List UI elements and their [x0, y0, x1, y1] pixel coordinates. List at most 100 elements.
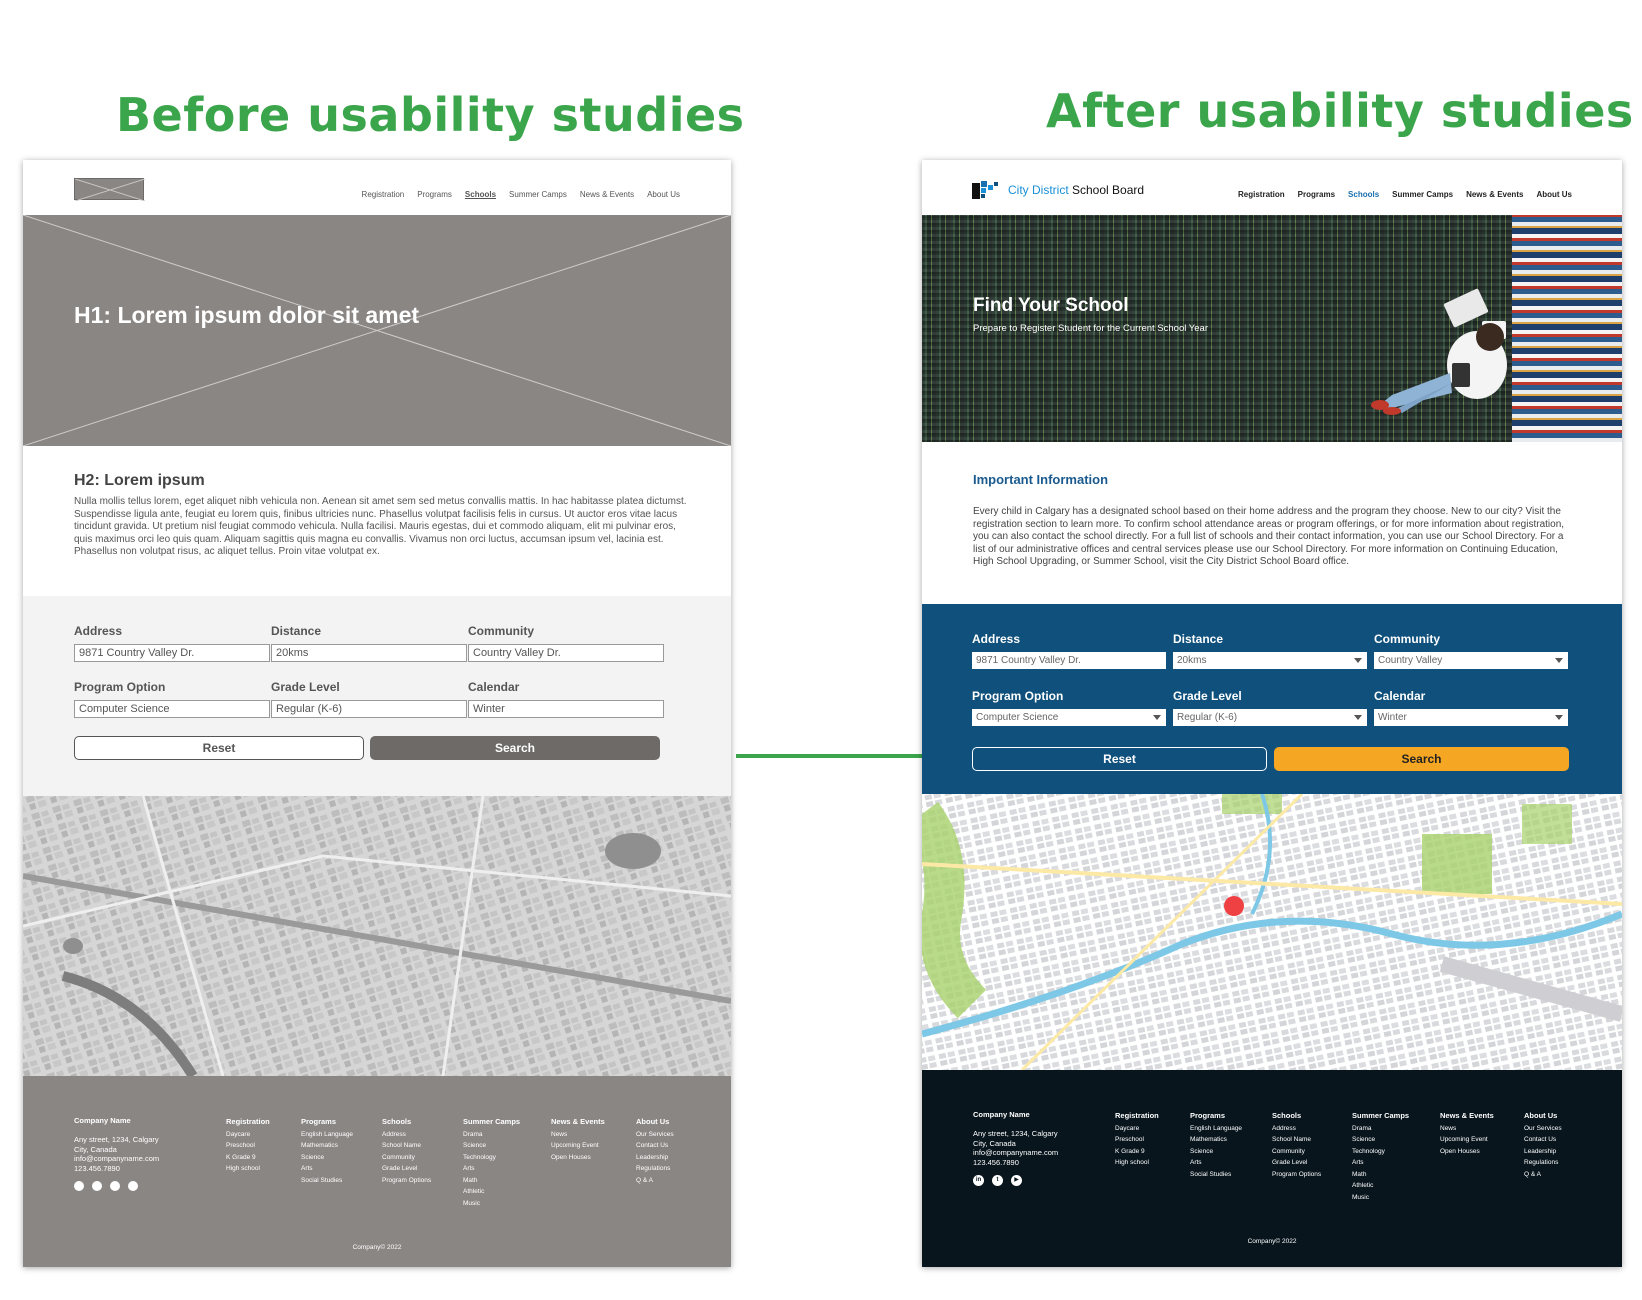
chevron-down-icon	[1153, 715, 1161, 720]
final-calendar-select[interactable]: Winter	[1374, 709, 1568, 726]
twitter-icon[interactable]: t	[992, 1175, 1003, 1186]
nav-about-us[interactable]: About Us	[1536, 190, 1572, 199]
school-board-logo-icon	[972, 181, 998, 199]
final-hero-subtitle: Prepare to Register Student for the Curr…	[973, 323, 1208, 334]
wire-address-input[interactable]: 9871 Country Valley Dr.	[74, 644, 270, 662]
nav-about-us[interactable]: About Us	[647, 190, 680, 199]
final-footer-col-summer-camps: Summer Camps Drama Science Technology Ar…	[1352, 1111, 1410, 1201]
final-social-icons: in t ▶	[973, 1175, 1058, 1186]
final-navbar: City District School Board Registration …	[922, 160, 1622, 215]
logo-placeholder[interactable]	[74, 178, 145, 201]
final-search-form: Address 9871 Country Valley Dr. Distance…	[922, 604, 1622, 794]
wire-reset-button[interactable]: Reset	[74, 736, 364, 760]
final-page: City District School Board Registration …	[922, 160, 1622, 1267]
student-with-tablet-image	[1371, 288, 1507, 415]
wire-footer: Company Name Any street, 1234, Calgary C…	[23, 1076, 731, 1267]
final-community-field: Community Country Valley	[1374, 632, 1568, 669]
wire-community-input[interactable]: Country Valley Dr.	[468, 644, 664, 662]
wire-social-placeholders	[74, 1181, 159, 1191]
final-info-body: Every child in Calgary has a designated …	[973, 506, 1565, 567]
final-distance-select[interactable]: 20kms	[1173, 652, 1367, 669]
nav-registration[interactable]: Registration	[1238, 190, 1285, 199]
bookshelf-image	[1512, 215, 1622, 442]
nav-schools[interactable]: Schools	[1348, 190, 1380, 199]
final-info-title: Important Information	[973, 472, 1109, 487]
wireframe-page: Registration Programs Schools Summer Cam…	[23, 160, 731, 1267]
final-footer-col-registration: Registration Daycare Preschool K Grade 9…	[1115, 1111, 1159, 1166]
wire-nav-links: Registration Programs Schools Summer Cam…	[362, 190, 680, 199]
nav-schools[interactable]: Schools	[464, 190, 497, 199]
chevron-down-icon	[1555, 658, 1563, 663]
final-hero: Find Your School Prepare to Register Stu…	[922, 215, 1622, 442]
chevron-down-icon	[1555, 715, 1563, 720]
final-community-select[interactable]: Country Valley	[1374, 652, 1568, 669]
nav-programs[interactable]: Programs	[417, 190, 452, 199]
wire-distance-field: Distance 20kms	[271, 624, 467, 662]
chevron-down-icon	[1354, 658, 1362, 663]
after-heading: After usability studies	[1046, 84, 1634, 138]
final-footer-col-programs: Programs English Language Mathematics Sc…	[1190, 1111, 1243, 1178]
final-address-field: Address 9871 Country Valley Dr.	[972, 632, 1166, 669]
wire-footer-col-schools: Schools Address School Name Community Gr…	[382, 1117, 432, 1184]
final-copyright: Company© 2022	[1247, 1238, 1297, 1245]
wire-hero-placeholder: H1: Lorem ipsum dolor sit amet	[23, 215, 731, 446]
social-placeholder-icon[interactable]	[74, 1181, 84, 1191]
nav-programs[interactable]: Programs	[1297, 190, 1336, 199]
wire-calendar-input[interactable]: Winter	[468, 700, 664, 718]
wire-info-section: H2: Lorem ipsum Nulla mollis tellus lore…	[23, 446, 731, 596]
wire-info-title: H2: Lorem ipsum	[74, 472, 205, 489]
final-nav-links: Registration Programs Schools Summer Cam…	[1238, 190, 1572, 199]
logo-text-city-district: City District	[1008, 183, 1069, 197]
wire-company-block: Company Name Any street, 1234, Calgary C…	[74, 1116, 159, 1191]
final-email[interactable]: info@companyname.com	[973, 1148, 1059, 1157]
wire-program-option-field: Program Option Computer Science	[74, 680, 270, 718]
final-footer-col-schools: Schools Address School Name Community Gr…	[1272, 1111, 1322, 1178]
wire-grade-level-input[interactable]: Regular (K-6)	[271, 700, 467, 718]
school-board-logo[interactable]: City District School Board	[972, 180, 1144, 200]
wire-footer-col-programs: Programs English Language Mathematics Sc…	[301, 1117, 354, 1184]
wire-grade-level-field: Grade Level Regular (K-6)	[271, 680, 467, 718]
wire-address-field: Address 9871 Country Valley Dr.	[74, 624, 270, 662]
nav-news-events[interactable]: News & Events	[1466, 190, 1524, 199]
final-program-option-field: Program Option Computer Science	[972, 689, 1166, 726]
final-footer: Company Name Any street, 1234, Calgary C…	[922, 1070, 1622, 1267]
before-heading: Before usability studies	[116, 88, 745, 142]
final-address-input[interactable]: 9871 Country Valley Dr.	[972, 652, 1166, 669]
final-phone[interactable]: 123.456.7890	[973, 1157, 1019, 1167]
wire-footer-col-registration: Registration Daycare Preschool K Grade 9…	[226, 1117, 270, 1172]
final-hero-title: Find Your School	[973, 295, 1129, 316]
wire-footer-col-summer-camps: Summer Camps Drama Science Technology Ar…	[463, 1117, 521, 1207]
final-company-name: Company Name	[973, 1110, 1030, 1119]
wire-program-option-input[interactable]: Computer Science	[74, 700, 270, 718]
wire-phone[interactable]: 123.456.7890	[74, 1163, 120, 1173]
social-placeholder-icon[interactable]	[110, 1181, 120, 1191]
map-pin-icon[interactable]	[1224, 896, 1244, 916]
wire-company-name: Company Name	[74, 1116, 131, 1125]
final-map[interactable]	[922, 794, 1622, 1070]
social-placeholder-icon[interactable]	[92, 1181, 102, 1191]
wire-search-button[interactable]: Search	[370, 736, 660, 760]
wire-navbar: Registration Programs Schools Summer Cam…	[23, 160, 731, 215]
nav-registration[interactable]: Registration	[361, 190, 405, 199]
final-info-section: Important Information Every child in Cal…	[922, 442, 1622, 604]
linkedin-icon[interactable]: in	[973, 1175, 984, 1186]
wire-distance-input[interactable]: 20kms	[271, 644, 467, 662]
youtube-icon[interactable]: ▶	[1011, 1175, 1022, 1186]
final-search-button[interactable]: Search	[1274, 747, 1569, 771]
final-grade-level-select[interactable]: Regular (K-6)	[1173, 709, 1367, 726]
chevron-down-icon	[1354, 715, 1362, 720]
final-program-option-select[interactable]: Computer Science	[972, 709, 1166, 726]
final-reset-button[interactable]: Reset	[972, 747, 1267, 771]
wire-hero-title: H1: Lorem ipsum dolor sit amet	[74, 302, 420, 328]
wire-info-body: Nulla mollis tellus lorem, eget aliquet …	[74, 496, 687, 557]
wire-email[interactable]: info@companyname.com	[74, 1154, 160, 1163]
nav-news-events[interactable]: News & Events	[579, 190, 635, 199]
logo-text-school-board: School Board	[1068, 183, 1145, 197]
wire-map[interactable]	[23, 796, 731, 1076]
wire-copyright: Company© 2022	[352, 1244, 402, 1251]
nav-summer-camps[interactable]: Summer Camps	[1392, 190, 1454, 199]
final-footer-col-about-us: About Us Our Services Contact Us Leaders…	[1524, 1111, 1562, 1178]
wire-footer-col-about-us: About Us Our Services Contact Us Leaders…	[636, 1117, 674, 1184]
nav-summer-camps[interactable]: Summer Camps	[509, 190, 567, 199]
social-placeholder-icon[interactable]	[128, 1181, 138, 1191]
